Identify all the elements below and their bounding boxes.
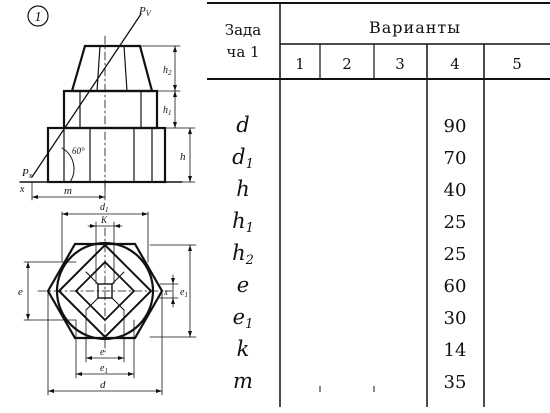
section-plane	[31, 13, 142, 178]
param-label: m	[233, 369, 253, 393]
variant-4-value: 90	[444, 116, 467, 137]
param-label: e	[237, 273, 249, 297]
param-label: d	[236, 113, 249, 137]
param-label: k	[237, 337, 250, 361]
label-e1-right: e1	[180, 287, 188, 299]
variant-4-value: 25	[444, 212, 467, 233]
param-label: d1	[232, 145, 254, 172]
variant-4-value: 35	[444, 372, 467, 393]
angle-arc	[61, 147, 75, 183]
param-label: h	[236, 177, 250, 201]
label-h: h	[180, 151, 186, 163]
variant-header-4: 4	[450, 55, 460, 73]
technical-drawing: 1 PV Px x 60° h2 h1 h m d1 K e x e1 e e1…	[18, 5, 197, 396]
label-pv: PV	[138, 5, 152, 18]
label-m: m	[64, 185, 72, 197]
label-k: K	[100, 215, 108, 225]
variant-4-value: 40	[444, 180, 467, 201]
variant-4-value: 25	[444, 244, 467, 265]
label-d: d	[100, 379, 106, 391]
bottom-block	[46, 126, 167, 184]
header-task-line2: ча 1	[226, 43, 259, 61]
header-variants: Варианты	[369, 18, 461, 37]
middle-block	[62, 89, 159, 130]
label-e-left: e	[18, 286, 23, 298]
label-h2: h2	[163, 65, 172, 77]
variant-4-value: 60	[444, 276, 467, 297]
label-d1: d1	[100, 202, 109, 214]
task-number-circle	[27, 5, 49, 27]
variant-header-1: 1	[295, 55, 305, 73]
label-e1-bottom: e1	[100, 363, 108, 375]
param-label: e1	[233, 305, 254, 332]
variant-header-5: 5	[512, 55, 522, 73]
variants-table: Зада ча 1 Варианты 1 2 3 4 5 d 90 d1 70 h 40 h1 25 h…	[207, 2, 550, 407]
header-task-line1: Зада	[225, 21, 262, 39]
label-angle: 60°	[72, 146, 85, 156]
label-e-bottom: e	[100, 347, 105, 358]
top-frustum	[70, 44, 154, 93]
variant-header-3: 3	[395, 55, 405, 73]
param-label: h2	[232, 241, 254, 268]
variant-header-2: 2	[342, 55, 352, 73]
label-px: Px	[21, 167, 33, 180]
label-x-right: x	[163, 287, 168, 297]
variant-4-value: 14	[444, 340, 467, 361]
variant-4-value: 70	[444, 148, 467, 169]
label-ground-x: x	[19, 184, 25, 195]
label-h1: h1	[163, 105, 172, 117]
variant-4-value: 30	[444, 308, 467, 329]
task-number: 1	[35, 10, 42, 25]
param-label: h1	[232, 209, 254, 236]
